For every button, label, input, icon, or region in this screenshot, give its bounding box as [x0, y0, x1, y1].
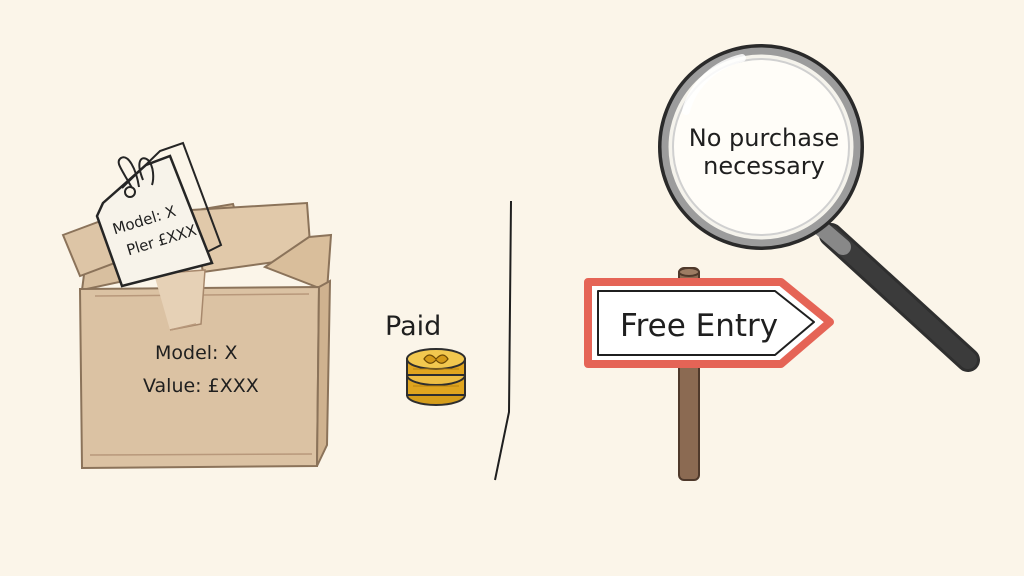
box-value-label: Value: £XXX	[143, 375, 259, 397]
no-purchase-necessary-label: No purchase necessary	[688, 124, 840, 180]
cardboard-box-icon	[61, 201, 333, 470]
coin-stack-icon	[406, 348, 466, 406]
arrow-sign-icon	[584, 267, 834, 481]
magnifying-glass-icon	[658, 44, 980, 372]
price-tag-icon	[95, 141, 223, 288]
divider-line	[494, 200, 512, 481]
free-entry-label: Free Entry	[620, 308, 779, 344]
box-model-label: Model: X	[155, 342, 238, 364]
paid-label: Paid	[385, 311, 442, 342]
